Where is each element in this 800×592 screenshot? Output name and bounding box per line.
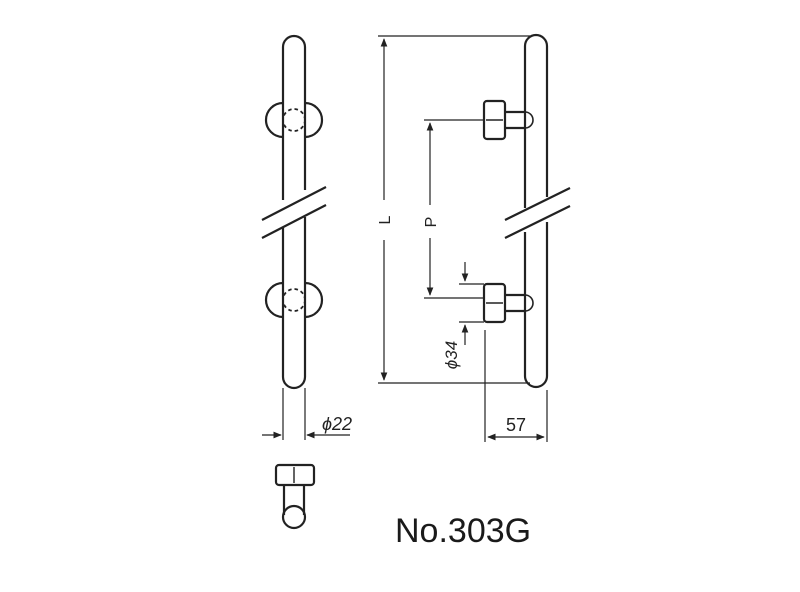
model-number: No.303G [395,512,531,550]
side-view [482,33,571,389]
break-line [261,204,327,239]
pitch-dimension [424,119,484,299]
projection-label: 57 [506,415,526,435]
bar-diameter-label: ϕ22 [322,414,352,434]
lower-post [482,282,534,324]
bar-lower-segment [281,217,307,390]
post-cap [274,463,316,487]
bar-diameter-dimension [262,388,350,440]
pitch-label: P [423,217,440,228]
post-diameter-label: ϕ34 [442,341,461,369]
break-line [504,187,571,221]
bar-lower-segment [523,222,549,389]
bar-upper-segment [281,34,307,200]
projection-dimension [484,330,548,442]
length-dimension [378,35,530,384]
post-diameter-dimension [459,262,484,345]
lower-post [264,281,324,319]
length-label: L [377,215,394,224]
bar-section [281,504,307,530]
front-view [261,34,327,390]
break-line [261,186,327,221]
bar-upper-segment [523,33,549,208]
break-line [504,205,571,239]
upper-post [264,101,324,139]
top-view [274,463,316,530]
